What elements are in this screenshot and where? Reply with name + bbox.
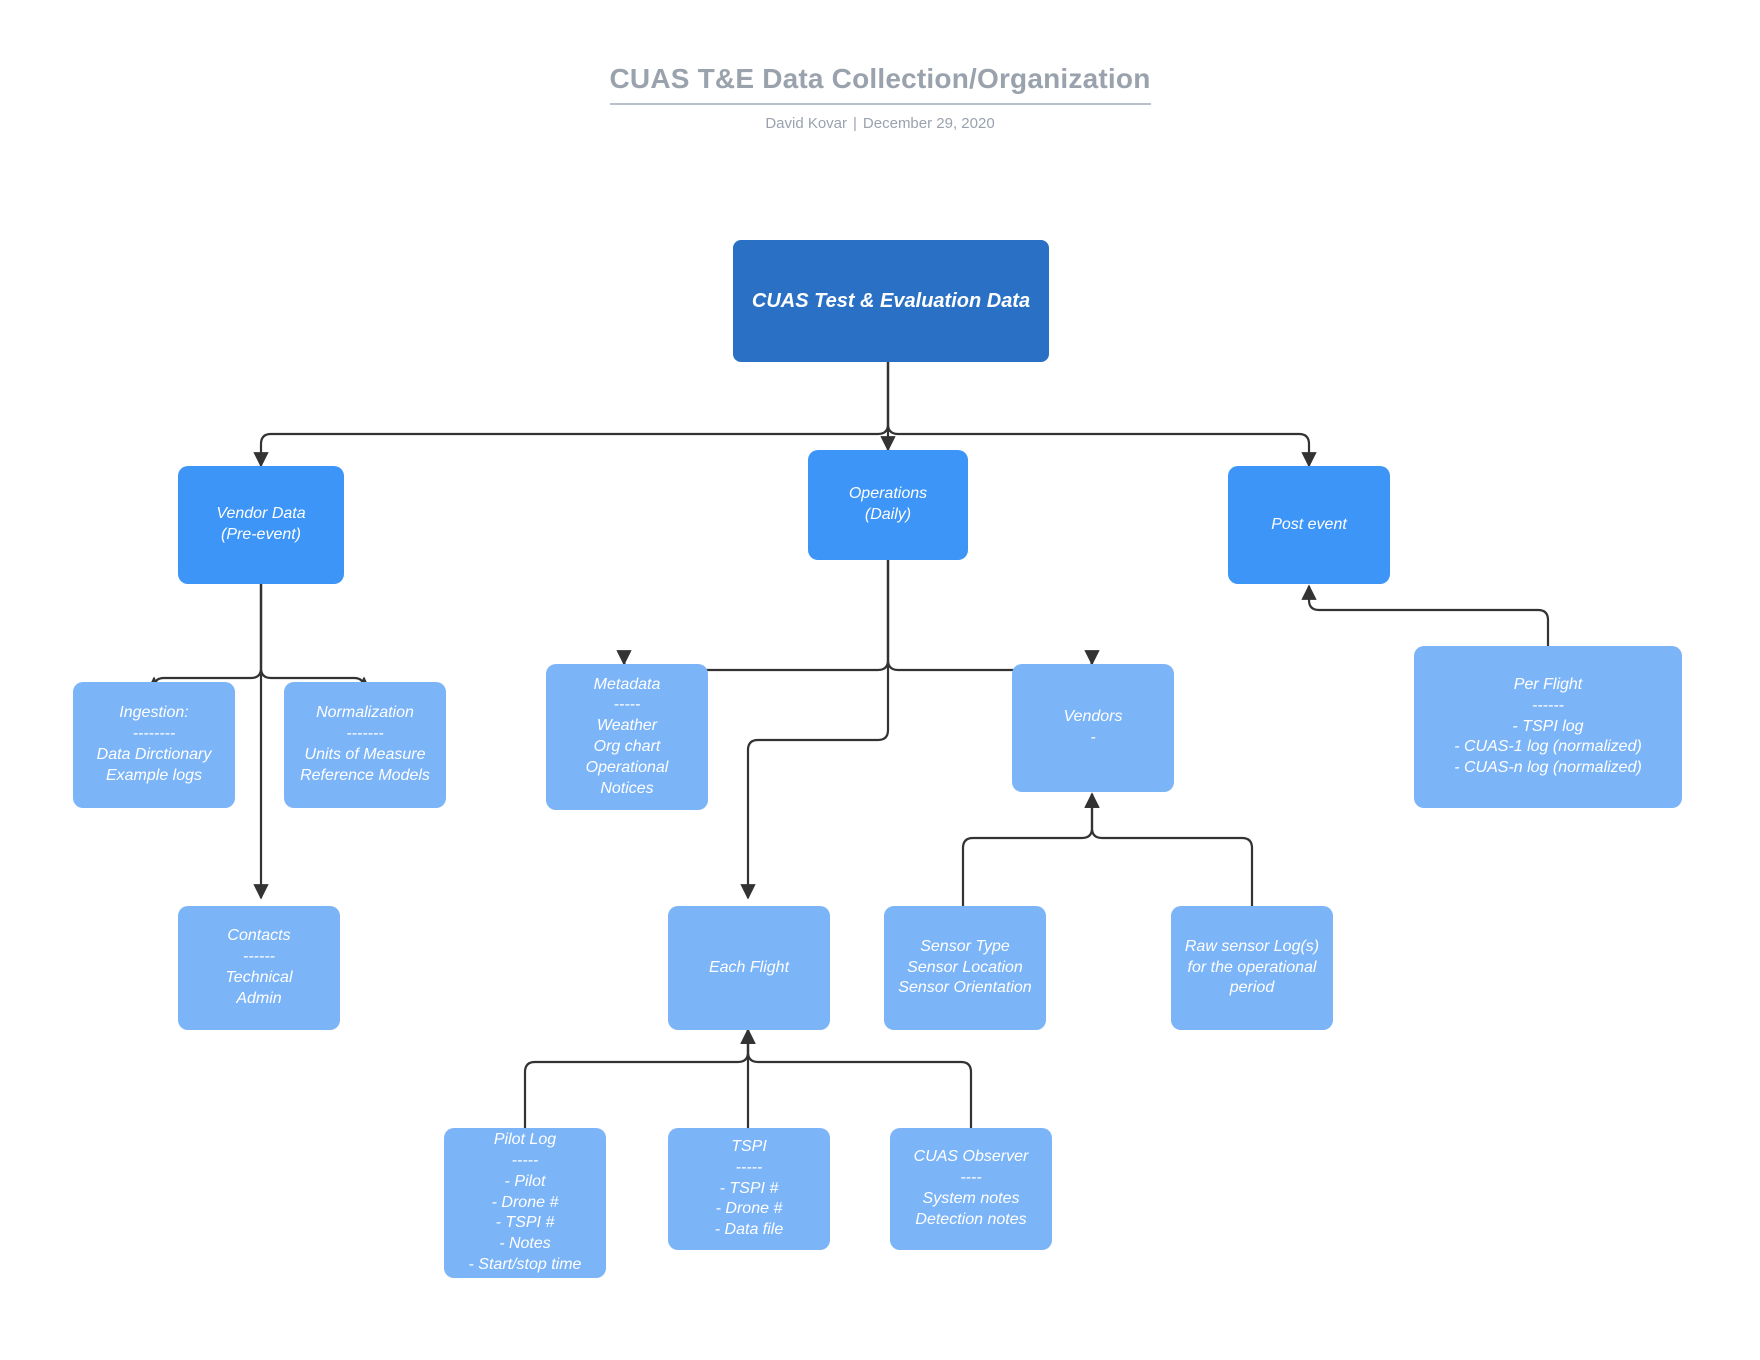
node-per-flight[interactable]: Per Flight ------ - TSPI log - CUAS-1 lo…	[1414, 646, 1682, 808]
node-metadata[interactable]: Metadata ----- Weather Org chart Operati…	[546, 664, 708, 810]
node-contacts-label: Contacts ------ Technical Admin	[225, 927, 293, 1007]
edge-vendor-to-normalization	[259, 584, 372, 692]
node-pilot-log[interactable]: Pilot Log ----- - Pilot - Drone # - TSPI…	[444, 1128, 606, 1278]
page-title: CUAS T&E Data Collection/Organization	[609, 62, 1151, 105]
author-name: David Kovar	[765, 114, 848, 132]
node-operations-label: Operations (Daily)	[848, 485, 928, 523]
node-cuas-observer-label: CUAS Observer ---- System notes Detectio…	[913, 1148, 1029, 1228]
edge-sensor-info-to-vendors	[961, 792, 1100, 906]
document-date: December 29, 2020	[862, 114, 995, 132]
node-cuas-observer[interactable]: CUAS Observer ---- System notes Detectio…	[890, 1128, 1052, 1250]
node-contacts[interactable]: Contacts ------ Technical Admin	[178, 906, 340, 1030]
node-root[interactable]: CUAS Test & Evaluation Data	[733, 240, 1049, 362]
node-operations[interactable]: Operations (Daily)	[808, 450, 968, 560]
node-metadata-label: Metadata ----- Weather Org chart Operati…	[585, 675, 669, 797]
node-raw-sensor-logs-label: Raw sensor Log(s) for the operational pe…	[1184, 937, 1320, 997]
document-byline: David Kovar | December 29, 2020	[0, 115, 1760, 132]
edge-operations-to-metadata	[616, 560, 890, 672]
node-each-flight-label: Each Flight	[708, 958, 790, 976]
node-vendors-label: Vendors -	[1063, 708, 1123, 746]
node-pilot-log-label: Pilot Log ----- - Pilot - Drone # - TSPI…	[468, 1131, 582, 1273]
edge-raw-sensor-logs-to-vendors	[1084, 792, 1254, 906]
node-normalization-label: Normalization ------- Units of Measure R…	[300, 704, 430, 784]
node-vendor-data-label: Vendor Data (Pre-event)	[216, 505, 306, 543]
node-raw-sensor-logs[interactable]: Raw sensor Log(s) for the operational pe…	[1171, 906, 1333, 1030]
node-root-label: CUAS Test & Evaluation Data	[751, 290, 1031, 312]
node-each-flight[interactable]: Each Flight	[668, 906, 830, 1030]
node-ingestion-label: Ingestion: -------- Data Dirctionary Exa…	[96, 704, 212, 784]
node-sensor-info[interactable]: Sensor Type Sensor Location Sensor Orien…	[884, 906, 1046, 1030]
node-normalization[interactable]: Normalization ------- Units of Measure R…	[284, 682, 446, 808]
node-tspi[interactable]: TSPI ----- - TSPI # - Drone # - Data fil…	[668, 1128, 830, 1250]
edge-root-to-vendor-data	[253, 362, 890, 468]
node-post-event-label: Post event	[1271, 515, 1347, 533]
edge-vendor-to-ingestion	[146, 584, 263, 692]
node-post-event[interactable]: Post event	[1228, 466, 1390, 584]
document-header: CUAS T&E Data Collection/Organization Da…	[0, 62, 1760, 132]
node-tspi-label: TSPI ----- - TSPI # - Drone # - Data fil…	[714, 1138, 784, 1239]
edge-per-flight-to-post-event	[1301, 584, 1550, 646]
node-sensor-info-label: Sensor Type Sensor Location Sensor Orien…	[898, 937, 1032, 997]
edge-pilot-log-to-each-flight	[523, 1028, 756, 1128]
byline-separator: |	[853, 114, 857, 132]
node-vendors[interactable]: Vendors -	[1012, 664, 1174, 792]
edge-operations-to-each-flight	[740, 560, 890, 900]
node-per-flight-label: Per Flight ------ - TSPI log - CUAS-1 lo…	[1454, 676, 1642, 777]
edge-operations-to-vendors	[886, 560, 1100, 672]
node-ingestion[interactable]: Ingestion: -------- Data Dirctionary Exa…	[73, 682, 235, 808]
node-vendor-data[interactable]: Vendor Data (Pre-event)	[178, 466, 344, 584]
edge-cuas-observer-to-each-flight	[740, 1028, 973, 1128]
